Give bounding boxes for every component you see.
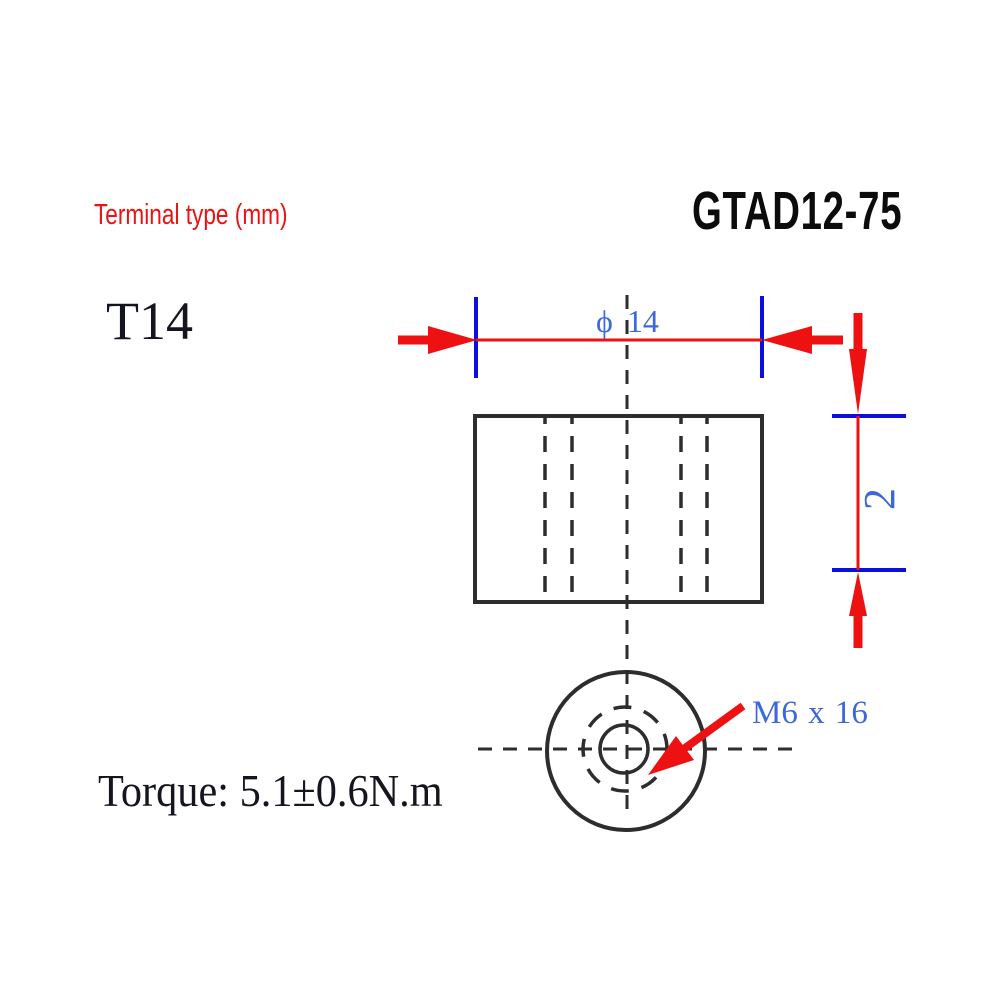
leader-line [678, 702, 746, 755]
arrow-head-up-icon [849, 572, 867, 616]
height-dimension [849, 313, 867, 648]
terminal-code-label: T14 [106, 291, 193, 351]
model-number: GTAD12-75 [692, 181, 903, 241]
terminal-body-outline [473, 414, 764, 604]
thread-leader [648, 702, 746, 775]
terminal-type-label: Terminal type (mm) [94, 199, 288, 231]
arrow-head-right-icon [428, 326, 477, 354]
diameter-dimension [398, 326, 843, 354]
terminal-outer-circle [545, 670, 707, 832]
hidden-thread-lines [543, 416, 709, 602]
diameter-extension-lines [474, 296, 764, 378]
thread-spec-label: M6 x 16 [752, 695, 868, 731]
leader-arrow-head-icon [648, 736, 694, 775]
torque-note: Torque: 5.1±0.6N.m [98, 765, 443, 816]
height-extension-lines [832, 414, 906, 572]
arrow-head-down-icon [849, 349, 867, 414]
height-dimension-label: 2 [855, 488, 904, 510]
bolt-hole-circle [598, 723, 650, 775]
diameter-dimension-label: ϕ 14 [596, 303, 659, 339]
arrow-head-left-icon [762, 326, 812, 354]
